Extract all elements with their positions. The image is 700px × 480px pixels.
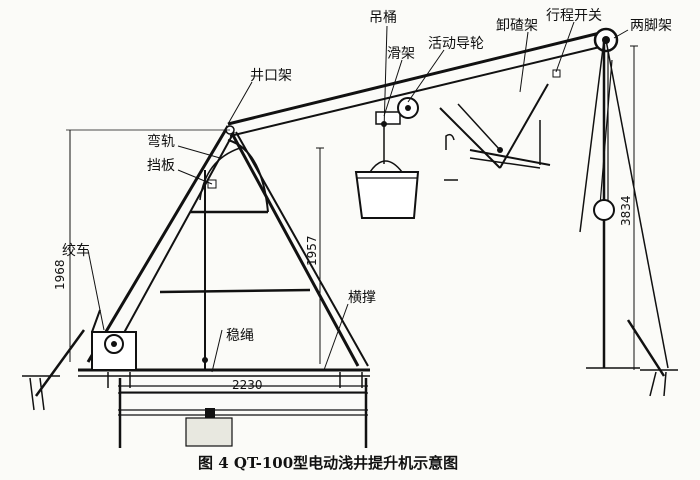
unload-frame-structure [439,69,561,181]
slide-trolley [375,97,419,127]
label-movable-pulley: 活动导轮 [428,36,484,52]
label-well-frame: 井口架 [250,68,292,84]
bipod-structure [579,39,669,369]
label-bucket: 吊桶 [369,10,397,26]
figure-caption: 图 4 QT-100型电动浅井提升机示意图 [198,454,458,472]
winch [91,309,137,371]
dimension-base-width: 2230 [232,378,263,392]
label-cross-brace: 横撑 [348,290,376,306]
dimension-height-left: 1968 [53,259,67,290]
label-slide-frame: 滑架 [387,45,415,62]
label-curved-rail: 弯轨 [147,133,175,150]
label-bipod: 两脚架 [630,18,672,34]
label-unload-frame: 卸碴架 [496,18,538,34]
dimension-height-mid: 1957 [305,235,319,266]
label-limit-switch: 行程开关 [546,8,602,24]
ground-anchor-right [586,319,678,397]
ground-anchor-left [22,329,86,411]
label-winch: 绞车 [62,242,90,259]
dimension-lines [66,45,638,393]
label-baffle: 挡板 [147,158,175,174]
label-guy-rope: 稳绳 [226,328,254,344]
bucket [354,124,420,219]
leader-lines [87,21,629,373]
dimension-height-right: 3834 [619,195,633,226]
base-rail [78,368,370,448]
